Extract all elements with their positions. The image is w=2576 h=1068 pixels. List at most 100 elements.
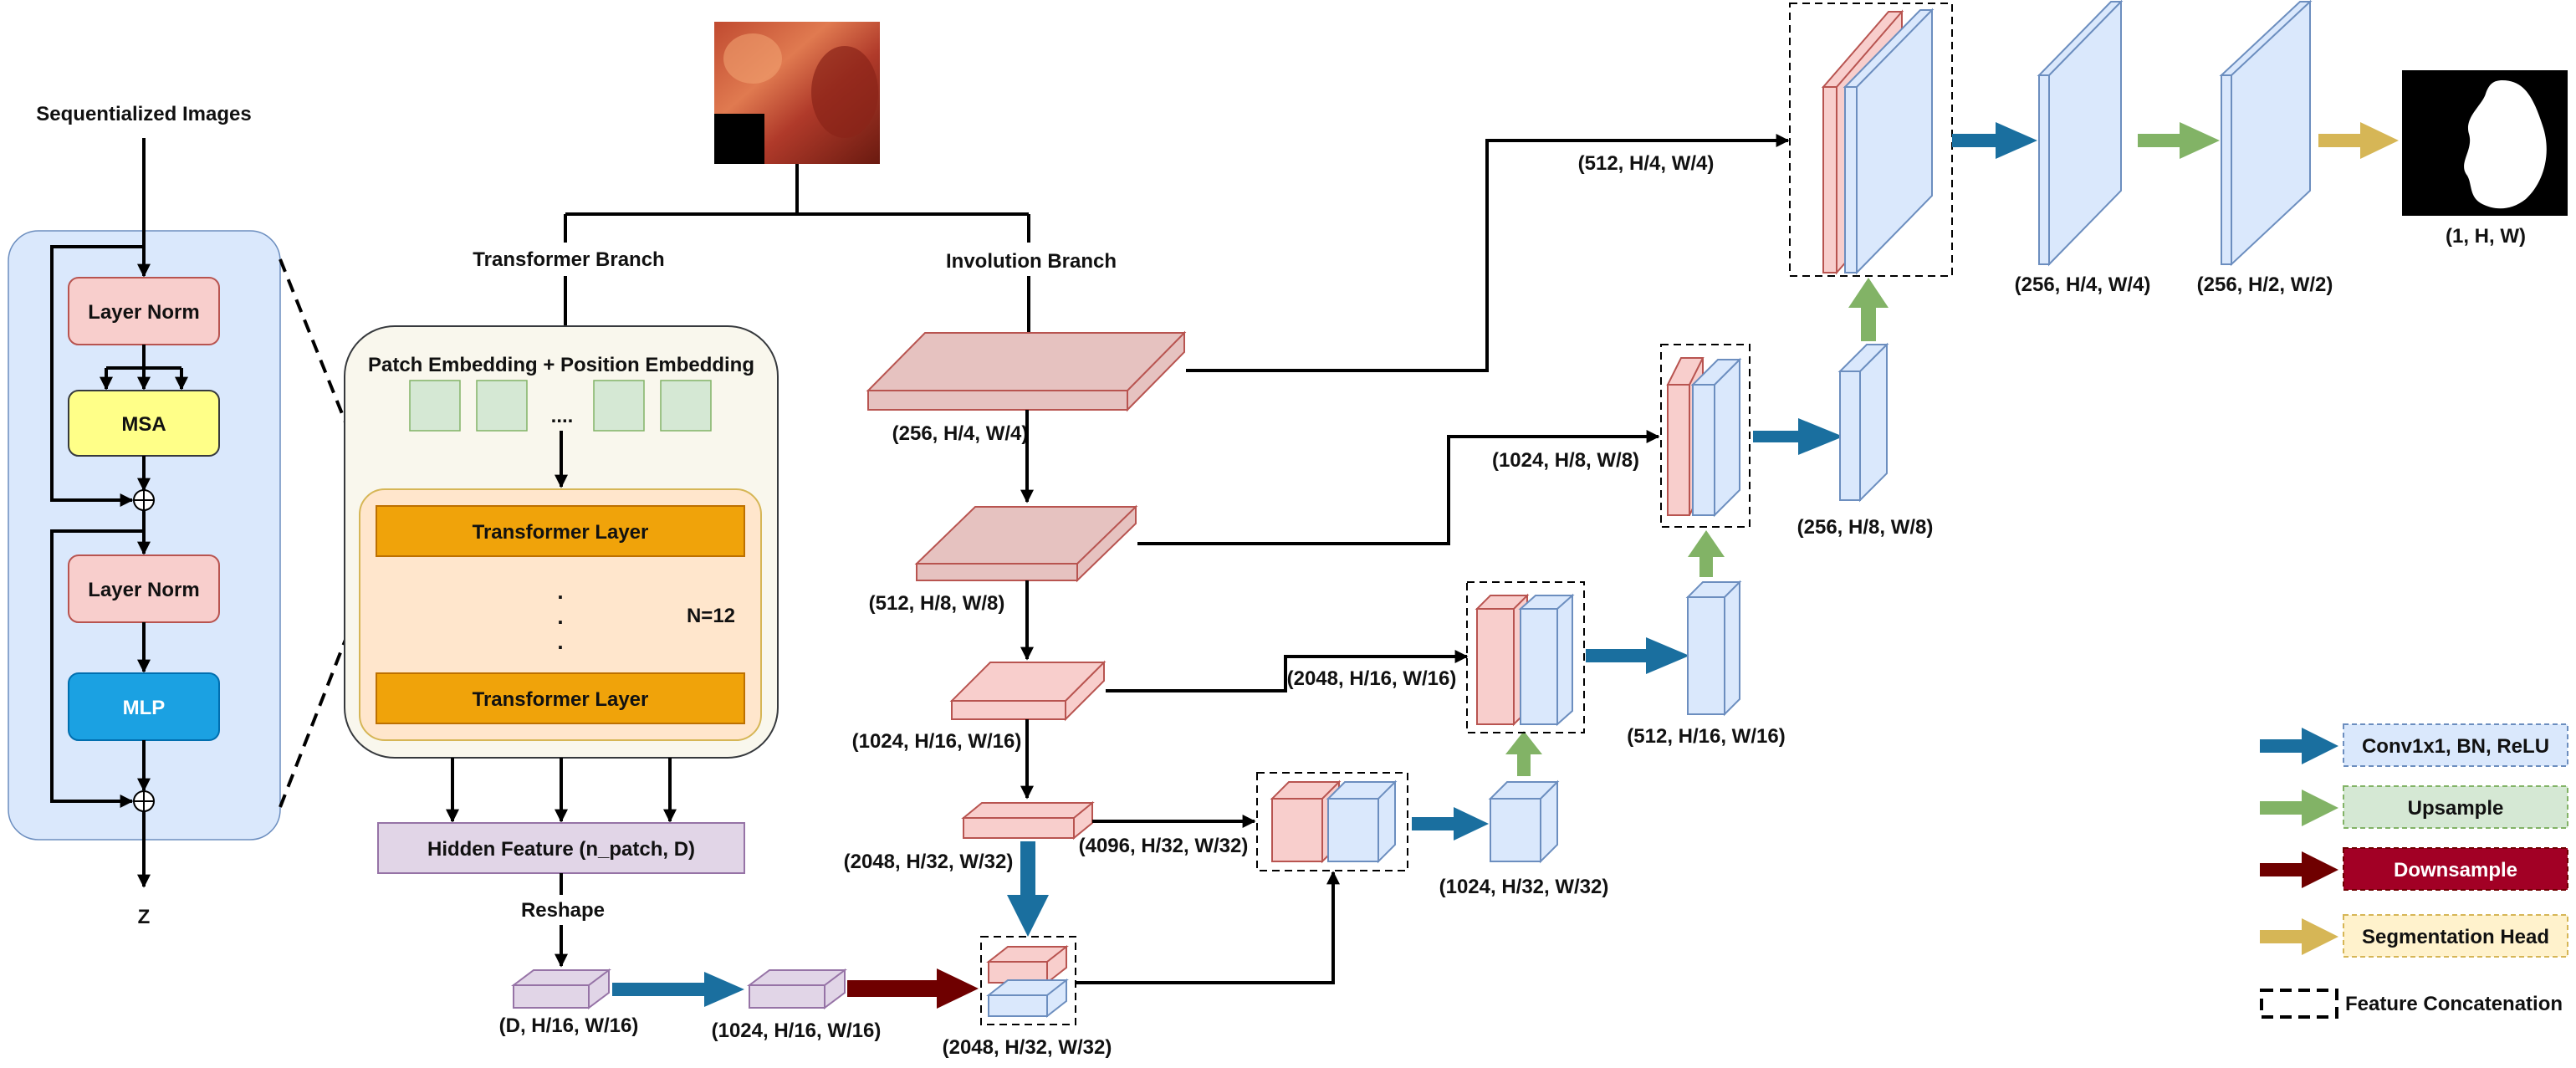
decoder-out-1-block xyxy=(1488,779,1560,864)
upsample-arrow-2 xyxy=(1688,530,1725,577)
projected-shape-label: (1024, H/16, W/16) xyxy=(712,1019,882,1042)
legend-downsample-arrow xyxy=(2260,851,2338,888)
legend-upsample-label: Upsample xyxy=(2408,797,2504,820)
concat-4-input-label: (512, H/4, W/4) xyxy=(1578,152,1715,175)
concat-box-3 xyxy=(1660,344,1751,528)
legend-upsample-arrow xyxy=(2260,790,2338,826)
involution-stage-1 xyxy=(866,330,1187,412)
fused-red-block xyxy=(986,944,1069,985)
decoder: (4096, H/32, W/32) (1024, H/32, W/32) (2… xyxy=(1079,0,2568,898)
seghead-arrow xyxy=(2318,122,2399,159)
patch-dots: .... xyxy=(551,405,574,427)
patch-4 xyxy=(660,380,712,432)
legend-seghead-box xyxy=(2343,914,2568,958)
upsample-arrow-3 xyxy=(1848,278,1889,341)
legend-concat-box xyxy=(2260,989,2338,1019)
layer-dot-1: . xyxy=(557,579,563,604)
concat-box-2 xyxy=(1466,581,1585,733)
involution-stage-2 xyxy=(914,504,1138,583)
fused-blue-block xyxy=(986,978,1069,1019)
decoder-out-5-label: (256, H/2, W/2) xyxy=(2197,273,2333,296)
layer-dot-2: . xyxy=(557,604,563,629)
concat-1-red xyxy=(1270,779,1342,864)
fused-shape-label: (2048, H/32, W/32) xyxy=(943,1036,1112,1059)
mlp-label: MLP xyxy=(123,697,166,719)
decoder-out-4-label: (256, H/4, W/4) xyxy=(2015,273,2151,296)
mask-region xyxy=(2464,80,2547,209)
legend-downsample-box xyxy=(2343,847,2568,891)
decoder-out-1-label: (1024, H/32, W/32) xyxy=(1439,876,1609,898)
conv-arrow-d2 xyxy=(1586,637,1689,674)
conv-arrow-d3 xyxy=(1753,418,1843,455)
final-output-label: (1, H, W) xyxy=(2446,225,2526,248)
legend-seghead-label: Segmentation Head xyxy=(2362,926,2549,948)
stage-3-label: (1024, H/16, W/16) xyxy=(852,730,1022,753)
decoder-out-2-block xyxy=(1685,580,1742,717)
embedding-label: Patch Embedding + Position Embedding xyxy=(368,354,754,376)
concat-2-blue xyxy=(1518,593,1575,727)
downsample-arrow xyxy=(847,968,979,1009)
conv-arrow-d1 xyxy=(1412,807,1489,841)
upsample-arrow-1 xyxy=(1505,731,1542,776)
transformer-layer-bottom-label: Transformer Layer xyxy=(473,688,649,711)
involution-branch: Involution Branch (256, H/4, W/4) (512, … xyxy=(844,134,1790,937)
legend-seghead-arrow xyxy=(2260,918,2338,955)
concat-1-blue xyxy=(1326,779,1398,864)
conv-arrow-t1 xyxy=(612,972,744,1007)
stage-1-label: (256, H/4, W/4) xyxy=(892,422,1029,445)
output-z-label: Z xyxy=(138,906,151,928)
patch-3 xyxy=(593,380,645,432)
involution-stage-4 xyxy=(961,800,1095,841)
legend-conv-arrow xyxy=(2260,728,2338,764)
legend-upsample-box xyxy=(2343,785,2568,829)
conv-arrow-down xyxy=(1007,841,1049,937)
legend: Conv1x1, BN, ReLU Upsample Downsample Se… xyxy=(2260,723,2568,1019)
legend-downsample-label: Downsample xyxy=(2394,859,2517,881)
decoder-out-4-block xyxy=(2037,0,2124,267)
patch-1 xyxy=(409,380,461,432)
decoder-out-3-block xyxy=(1837,342,1889,503)
stage-4-label: (2048, H/32, W/32) xyxy=(844,851,1014,873)
hidden-feature-label: Hidden Feature (n_patch, D) xyxy=(427,838,695,861)
legend-conv-label: Conv1x1, BN, ReLU xyxy=(2362,735,2549,758)
concat-2-red xyxy=(1475,593,1530,727)
projected-feature-block xyxy=(747,968,847,1009)
involution-branch-title: Involution Branch xyxy=(946,250,1117,273)
stage-2-label: (512, H/8, W/8) xyxy=(869,592,1005,615)
concat-3-input-label: (1024, H/8, W/8) xyxy=(1492,449,1639,472)
fusion-concat-box xyxy=(980,936,1076,1025)
msa-label: MSA xyxy=(121,413,166,436)
transformer-layer-top xyxy=(376,505,745,557)
input-endoscopy-image xyxy=(564,22,1030,243)
concat-3-blue xyxy=(1690,357,1742,518)
transformer-branch-title: Transformer Branch xyxy=(473,248,664,271)
reshape-label: Reshape xyxy=(521,899,605,922)
conv-arrow-d4 xyxy=(1952,122,2037,159)
reshaped-shape-label: (D, H/16, W/16) xyxy=(499,1014,639,1037)
input-label: Sequentialized Images xyxy=(36,103,251,125)
decoder-out-5-block xyxy=(2219,0,2313,267)
encoder-block: Sequentialized Images Layer Norm MSA Lay… xyxy=(8,103,380,928)
reshaped-feature-block xyxy=(511,968,611,1009)
transformer-layer-bottom xyxy=(376,672,745,724)
transformer-layer-top-label: Transformer Layer xyxy=(473,521,649,544)
concat-4-blue xyxy=(1843,8,1935,275)
legend-conv-box xyxy=(2343,723,2568,767)
upsample-arrow-4 xyxy=(2138,122,2220,159)
hidden-feature-box xyxy=(377,822,745,874)
layer-norm-2-label: Layer Norm xyxy=(88,579,199,601)
decoder-out-3-label: (256, H/8, W/8) xyxy=(1797,516,1934,539)
concat-box-4 xyxy=(1789,3,1953,277)
concat-1-input-label: (4096, H/32, W/32) xyxy=(1079,835,1249,857)
decoder-out-2-label: (512, H/16, W/16) xyxy=(1627,725,1785,748)
patch-2 xyxy=(476,380,528,432)
concat-2-input-label: (2048, H/16, W/16) xyxy=(1287,667,1457,690)
layer-norm-1-label: Layer Norm xyxy=(88,301,199,324)
n-layers-label: N=12 xyxy=(687,605,735,627)
legend-concat-label: Feature Concatenation xyxy=(2345,993,2563,1015)
involution-stage-3 xyxy=(949,660,1107,722)
layer-dot-3: . xyxy=(557,629,563,654)
transformer-branch: Transformer Branch Patch Embedding + Pos… xyxy=(344,248,1340,1059)
concat-box-1 xyxy=(1256,772,1408,871)
